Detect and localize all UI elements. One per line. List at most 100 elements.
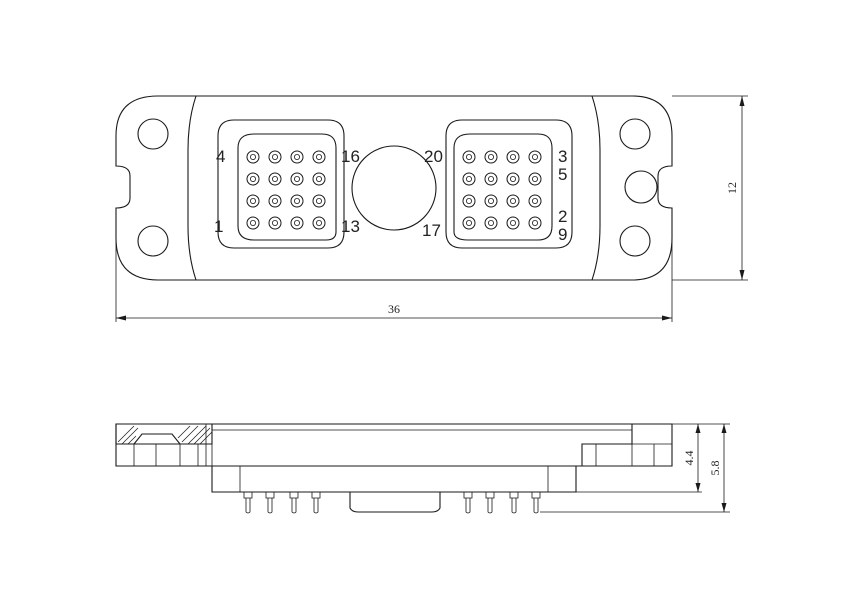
right-pin-contact [532, 219, 539, 226]
left-pin-contact [249, 153, 256, 160]
mounting-hole-top-right [619, 118, 651, 150]
right-flange-step [581, 424, 633, 466]
left-pin-hole [290, 216, 304, 230]
mounting-hole-top-left [137, 118, 169, 150]
left-pin-contact [271, 153, 278, 160]
pin-label-3: 3 [558, 147, 567, 166]
rear-terminal-pin [311, 492, 321, 514]
left-pin-contact [249, 175, 256, 182]
right-pin-contact [487, 175, 494, 182]
right-pin-hole [462, 172, 476, 186]
right-pin-hole [506, 150, 520, 164]
right-pin-contact [532, 197, 539, 204]
right-pin-contact [509, 175, 516, 182]
left-pin-hole [246, 194, 260, 208]
rear-terminal-pin [509, 492, 519, 514]
rear-terminal-pin [463, 492, 473, 514]
left-pin-hole [268, 216, 282, 230]
right-pin-hole [484, 216, 498, 230]
dimension-label-4-4: 4.4 [682, 451, 696, 466]
body-outline [187, 95, 601, 281]
coax-shroud [349, 492, 441, 513]
left-pin-contact [271, 219, 278, 226]
left-pin-contact [293, 153, 300, 160]
right-pin-hole [484, 150, 498, 164]
mounting-hole-bottom-right [619, 225, 651, 257]
right-pin-hole [528, 172, 542, 186]
left-pin-grid [246, 150, 326, 230]
right-pin-hole [462, 194, 476, 208]
right-pin-hole [528, 150, 542, 164]
pin-label-20: 20 [424, 147, 443, 166]
right-insert-outer [445, 119, 573, 249]
left-pin-hole [312, 150, 326, 164]
right-pin-grid [462, 150, 542, 230]
left-pin-hole [290, 172, 304, 186]
left-pin-hole [268, 150, 282, 164]
mounting-hole-side-right [624, 170, 658, 204]
left-pin-hole [268, 194, 282, 208]
flange-outline [115, 95, 673, 281]
rear-terminal-pin [289, 492, 299, 514]
dimension-width-36: 36 [115, 238, 673, 322]
left-pin-hole [312, 216, 326, 230]
left-pin-hole [312, 172, 326, 186]
right-pin-contact [465, 219, 472, 226]
left-pin-hole [246, 216, 260, 230]
right-pin-contact [509, 197, 516, 204]
left-counterbore [133, 433, 181, 445]
right-pin-hole [506, 194, 520, 208]
right-pin-contact [509, 219, 516, 226]
right-pin-contact [532, 175, 539, 182]
left-flange-hatch [117, 425, 213, 445]
right-pin-contact [465, 153, 472, 160]
left-pin-hole [290, 150, 304, 164]
pin-label-2: 2 [558, 207, 567, 226]
left-pin-contact [293, 197, 300, 204]
left-pin-contact [271, 197, 278, 204]
right-insert-inner [453, 133, 553, 241]
dimension-label-36: 36 [388, 302, 400, 316]
right-pin-contact [465, 197, 472, 204]
right-pin-contact [532, 153, 539, 160]
left-insert: 4 16 1 13 [214, 119, 360, 249]
pin-label-5: 5 [558, 165, 567, 184]
right-pin-hole [528, 216, 542, 230]
left-pin-hole [246, 150, 260, 164]
rear-terminal-pin [265, 492, 275, 514]
pin-label-9: 9 [558, 225, 567, 244]
left-pin-contact [293, 219, 300, 226]
pin-label-4: 4 [216, 147, 225, 166]
pin-label-1: 1 [214, 217, 223, 236]
mounting-hole-bottom-left [137, 225, 169, 257]
left-pin-contact [271, 175, 278, 182]
rear-terminal-pin [243, 492, 253, 514]
right-pin-hole [506, 216, 520, 230]
right-pin-hole [528, 194, 542, 208]
right-pin-contact [509, 153, 516, 160]
right-pin-contact [465, 175, 472, 182]
right-pin-hole [462, 216, 476, 230]
left-insert-outer [217, 119, 345, 249]
right-pin-contact [487, 219, 494, 226]
pin-label-16: 16 [341, 147, 360, 166]
left-pin-contact [315, 219, 322, 226]
dimension-4-4: 4.4 [576, 423, 730, 493]
dimension-5-8: 5.8 [540, 424, 730, 513]
side-flange [115, 423, 673, 467]
left-pin-hole [312, 194, 326, 208]
right-pin-contact [487, 153, 494, 160]
top-view: 4 16 1 13 20 3 5 2 17 9 12 [115, 95, 748, 322]
left-pin-contact [315, 175, 322, 182]
rear-pin-row [243, 492, 541, 514]
center-contact [351, 145, 437, 231]
rear-terminal-pin [531, 492, 541, 514]
rear-terminal-pin [485, 492, 495, 514]
left-pin-contact [315, 197, 322, 204]
dimension-height-12: 12 [672, 95, 748, 281]
right-pin-hole [462, 150, 476, 164]
dimension-label-12: 12 [725, 182, 739, 194]
left-pin-contact [249, 219, 256, 226]
right-pin-hole [506, 172, 520, 186]
